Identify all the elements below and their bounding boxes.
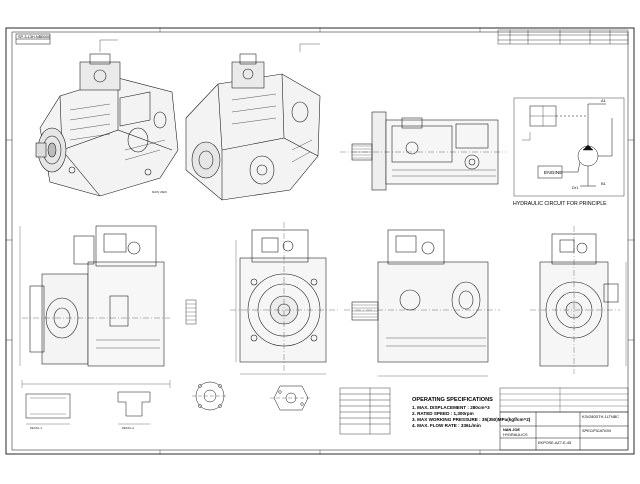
hydraulic-circuit-title: HYDRAULIC CIRCUIT FOR PRINCIPLE	[513, 201, 607, 207]
operating-specs-title: OPERATING SPECIFICATIONS	[412, 397, 493, 403]
document-number: EKPOSE-AZ7-E-45	[538, 441, 572, 445]
port-label-dr1: Dr1	[572, 185, 579, 190]
spec-line-3: 3. MAX WORKING PRESSURE : 35(350)MPa(kgf…	[412, 417, 531, 422]
frame-ticks	[6, 28, 634, 454]
side-view-top-right	[340, 111, 506, 191]
elevation-view-b	[230, 222, 338, 375]
spec-line-1: 1. MAX. DISPLACEMENT : 280cm^3	[412, 405, 490, 410]
company-sub: HYDRAULICS	[503, 433, 528, 437]
flange-view-1	[192, 381, 228, 411]
flange-view-2	[270, 385, 312, 411]
code-table	[339, 387, 391, 435]
elevation-view-c	[344, 229, 500, 377]
iso2-leader	[299, 43, 320, 52]
drawing-number: SP-3-L3H-NBB000	[18, 35, 51, 39]
view-label-main: MAIN VIEW	[152, 190, 167, 194]
elevation-view-d	[530, 226, 627, 374]
elevation-view-a	[19, 225, 171, 388]
drawing-name: SPECIFICATION	[582, 429, 611, 433]
isometric-view-2	[185, 53, 321, 201]
spec-line-2: 2. RATED SPEED : 1,300rpm	[412, 411, 474, 416]
detail-label-1: DETAIL-1	[30, 426, 43, 430]
detail-2	[117, 391, 151, 425]
hydraulic-circuit	[513, 97, 625, 197]
detail-label-2: DETAIL-2	[122, 426, 135, 430]
port-label-b1: B1	[601, 181, 607, 186]
engine-label: ENGINE	[544, 171, 563, 176]
isometric-view-1	[35, 53, 179, 197]
port-label-a1: A1	[601, 98, 607, 103]
spec-line-4: 4. MAX. FLOW RATE : 336L/min	[412, 423, 481, 428]
title-block	[499, 387, 629, 451]
iso1-leader	[99, 39, 118, 52]
detail-1	[25, 393, 71, 425]
revision-table	[497, 29, 629, 45]
company-name: NAN JOE	[503, 428, 520, 432]
part-number: K3V280DTH-1LTNBC	[582, 415, 619, 419]
